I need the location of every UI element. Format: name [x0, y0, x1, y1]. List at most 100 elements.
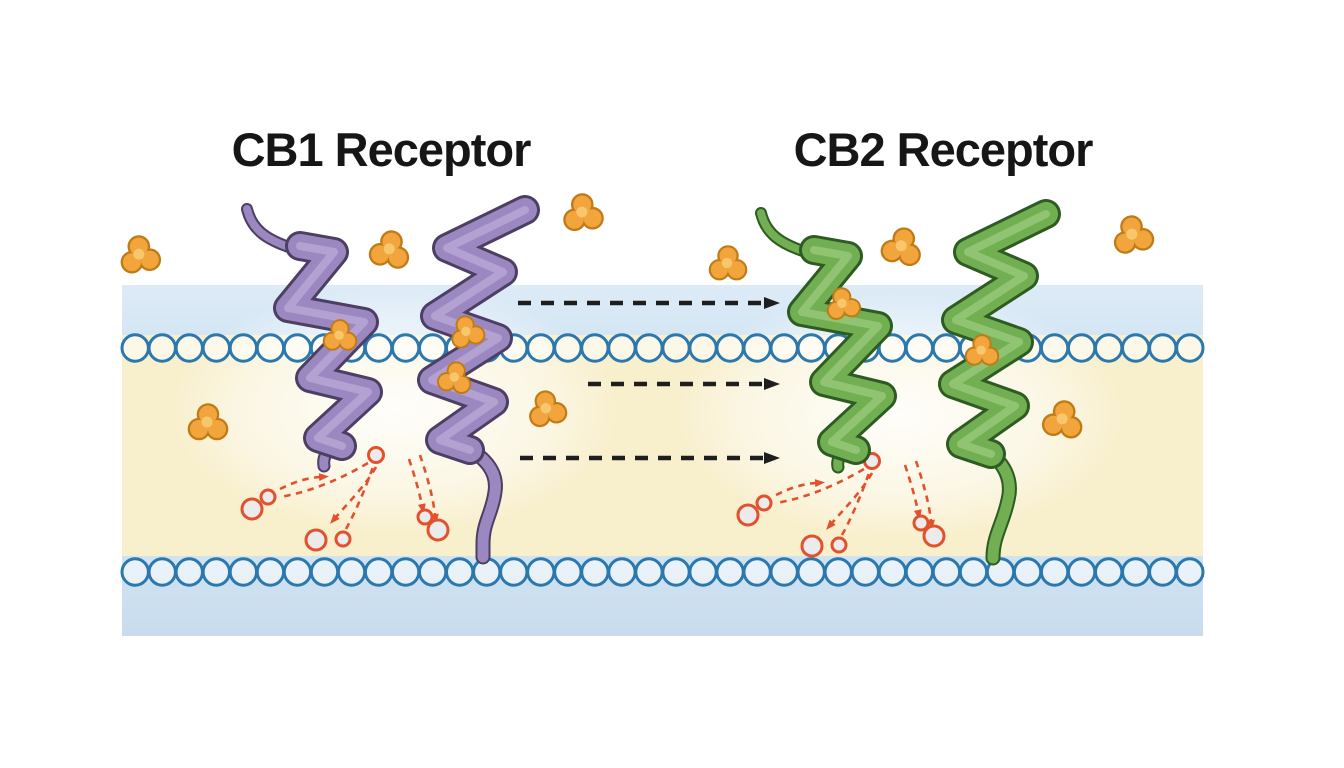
helix [241, 203, 383, 473]
signal-molecule [416, 508, 434, 526]
phospholipid-head [174, 333, 204, 363]
phospholipid-head [904, 333, 935, 363]
ligand-lobe-fill [547, 404, 566, 422]
cb1-receptor-illustration [241, 195, 540, 565]
ligand-lobe-fill [388, 248, 407, 267]
cb2-receptor-label: CB2 Receptor [793, 123, 1094, 176]
phospholipid-head [147, 557, 177, 587]
phospholipid-head [1148, 333, 1178, 363]
phospholipid-head [877, 557, 908, 587]
ligand-highlight [895, 240, 907, 252]
phospholipid-head [282, 557, 313, 587]
phospholipid-head [363, 333, 394, 363]
phospholipid-head [255, 333, 286, 363]
phospholipid-head [796, 557, 826, 587]
diffusion-arrow [840, 472, 871, 536]
phospholipid-head [688, 557, 718, 587]
phospholipid-head [309, 557, 340, 587]
phospholipid-head [580, 557, 610, 587]
ligand-lobe-fill [140, 250, 159, 269]
phospholipid-head [796, 333, 826, 363]
free-ligands [120, 193, 1155, 441]
diffusion-arrow [903, 464, 922, 520]
phospholipid-head [634, 333, 664, 363]
phospholipid-head [255, 557, 286, 587]
phospholipid-head [417, 557, 448, 587]
ligand-highlight [976, 345, 986, 355]
phospholipid-head [1039, 557, 1070, 587]
cb1-receptor-label: CB1 Receptor [231, 123, 532, 176]
ligand-icon [708, 245, 748, 281]
phospholipid-head [390, 557, 421, 587]
ligand-icon [187, 403, 229, 441]
ligand-icon [451, 315, 486, 349]
bound-ligands [322, 287, 1000, 394]
ligand-highlight [201, 416, 213, 428]
cb2-receptor-illustration [755, 199, 1061, 566]
ligand-lobe-fill [340, 333, 356, 349]
phospholipid-head [607, 557, 637, 587]
ligand-icon [322, 319, 358, 351]
phospholipid-head [1121, 557, 1151, 587]
phospholipid-head [1148, 557, 1178, 587]
phospholipid-head [661, 557, 691, 587]
phospholipid-head [958, 557, 989, 587]
phospholipid-head [715, 333, 745, 363]
phospholipid-head [1066, 557, 1097, 587]
ligand-highlight [1126, 228, 1138, 240]
phospholipid-rows [120, 333, 1205, 587]
ligand-lobe-fill [583, 209, 602, 228]
phospholipid-head [1175, 557, 1205, 587]
diffusion-arrow [826, 472, 874, 530]
ligand-lobe-fill [982, 348, 998, 364]
phospholipid-head [1121, 333, 1151, 363]
phospholipid-head [553, 333, 583, 363]
phospholipid-head [201, 557, 232, 587]
ligand-lobe-fill [1133, 230, 1152, 249]
ligand-icon [826, 287, 862, 320]
phospholipid-head [904, 557, 935, 587]
ligand-highlight [721, 257, 733, 269]
signal-molecule [912, 514, 930, 532]
phospholipid-head [715, 557, 745, 587]
phospholipid-head [1093, 557, 1124, 587]
diffusion-fan-cb2 [736, 452, 946, 558]
phospholipid-head [931, 557, 962, 587]
ligand-highlight [133, 248, 145, 260]
phospholipid-head [1175, 333, 1205, 363]
phospholipid-head [526, 333, 556, 363]
signal-molecule [367, 446, 385, 464]
diffusion-arrow [775, 479, 825, 497]
phospholipid-head [499, 557, 529, 587]
ligand-icon [563, 193, 604, 232]
diffusion-arrow [407, 458, 426, 514]
phospholipid-head [661, 333, 691, 363]
phospholipid-head [228, 333, 259, 363]
phospholipid-head [390, 333, 421, 363]
helix-ribbon [949, 210, 1050, 458]
ligand-icon [120, 235, 162, 274]
phospholipid-head [228, 557, 259, 587]
ligand-highlight [837, 298, 847, 308]
phospholipid-head [769, 333, 799, 363]
phospholipid-head [553, 557, 583, 587]
ligand-highlight [383, 243, 395, 255]
signal-molecule [259, 488, 277, 506]
phospholipid-head [634, 557, 664, 587]
ligand-highlight [540, 403, 552, 414]
helix-ribbon [798, 246, 886, 454]
signal-molecule [240, 497, 264, 521]
phospholipid-head [850, 557, 881, 587]
diffusion-arrow [775, 467, 865, 505]
ligand-highlight [461, 326, 471, 337]
phospholipid-head [607, 333, 637, 363]
phospholipid-head [742, 557, 772, 587]
helix [417, 195, 540, 565]
ligand-icon [964, 334, 1000, 366]
phospholipid-head [1012, 557, 1043, 587]
ligand-icon [436, 361, 472, 394]
ligand-icon [1041, 400, 1083, 439]
ligand-lobe-fill [468, 327, 484, 343]
ligand-icon [1113, 215, 1155, 254]
